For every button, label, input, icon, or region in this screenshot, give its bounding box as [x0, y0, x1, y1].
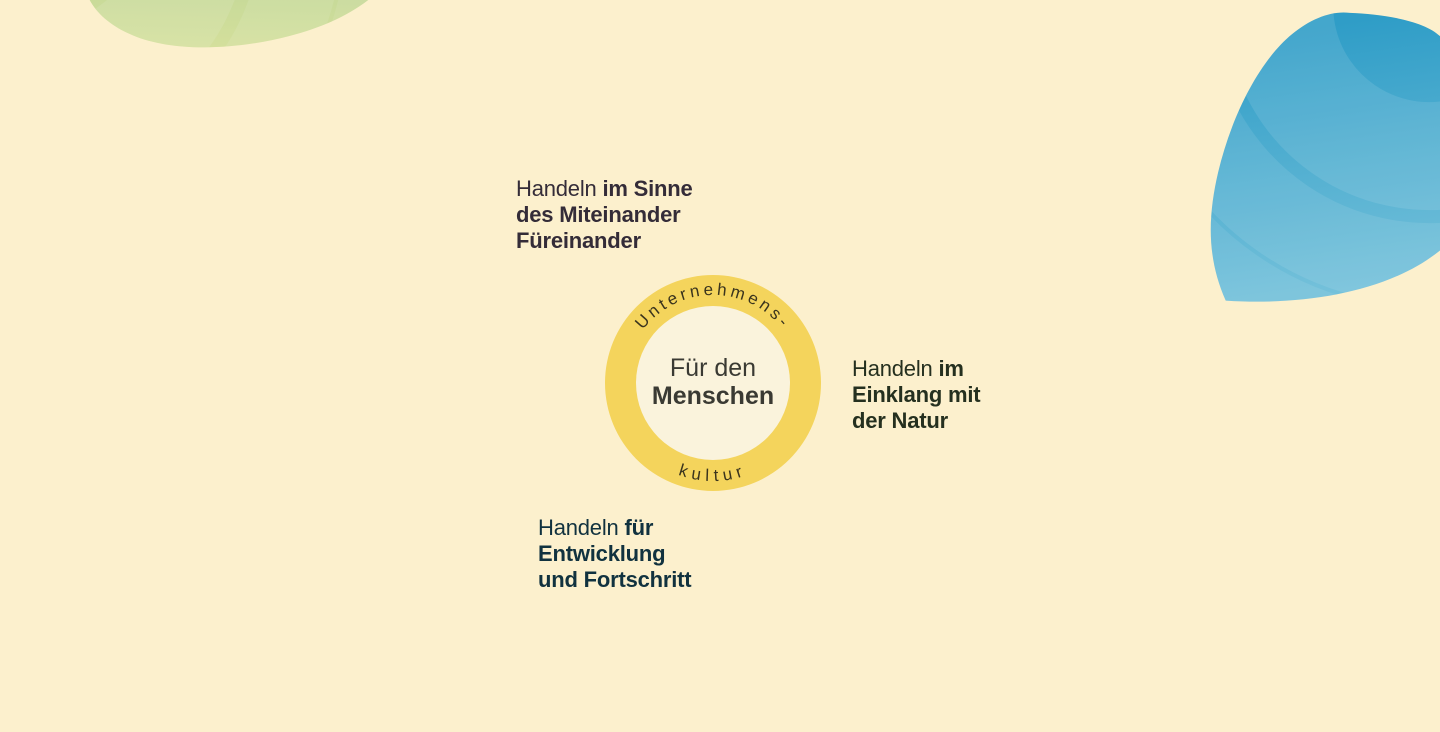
- center-label-line2: Menschen: [651, 382, 775, 410]
- label-fortschritt-line1-bold: für: [624, 515, 654, 540]
- label-natur-line2: Einklang mit: [852, 382, 981, 408]
- center-label: Für den Menschen: [652, 354, 774, 410]
- label-natur: Handeln im Einklang mit der Natur: [852, 356, 981, 434]
- label-natur-line3-bold: der Natur: [852, 408, 948, 433]
- label-fortschritt-line2-bold: Entwicklung: [538, 541, 666, 566]
- label-miteinander-line2-bold: des Miteinander: [516, 202, 681, 227]
- label-natur-line3: der Natur: [852, 408, 980, 434]
- petal-fortschritt-sheen: [1142, 0, 1440, 368]
- label-fortschritt-line3-bold: und Fortschritt: [538, 567, 692, 592]
- label-miteinander-line1-regular: Handeln: [516, 176, 603, 201]
- label-natur-line1-bold: im: [938, 356, 964, 381]
- label-miteinander-line3: Füreinander: [516, 228, 693, 254]
- label-miteinander-line2: des Miteinander: [516, 202, 693, 228]
- center-disc: [636, 306, 790, 460]
- label-fortschritt: Handeln für Entwicklung und Fortschritt: [538, 515, 692, 593]
- label-miteinander-line1: Handeln im Sinne: [516, 176, 693, 202]
- label-natur-line2-bold: Einklang mit: [852, 382, 981, 407]
- label-fortschritt-line3: und Fortschritt: [538, 567, 692, 593]
- label-natur-line1: Handeln im: [852, 356, 980, 382]
- center-label-line1: Für den: [669, 354, 757, 382]
- label-natur-line1-regular: Handeln: [852, 356, 939, 381]
- label-miteinander-line3-bold: Füreinander: [516, 228, 641, 253]
- petal-fortschritt: [1142, 0, 1440, 389]
- label-fortschritt-line1: Handeln für: [538, 515, 691, 541]
- label-fortschritt-line2: Entwicklung: [538, 541, 691, 567]
- label-miteinander-line1-bold: im Sinne: [602, 176, 693, 201]
- label-fortschritt-line1-regular: Handeln: [538, 515, 625, 540]
- label-miteinander: Handeln im Sinne des Miteinander Füreina…: [516, 176, 693, 254]
